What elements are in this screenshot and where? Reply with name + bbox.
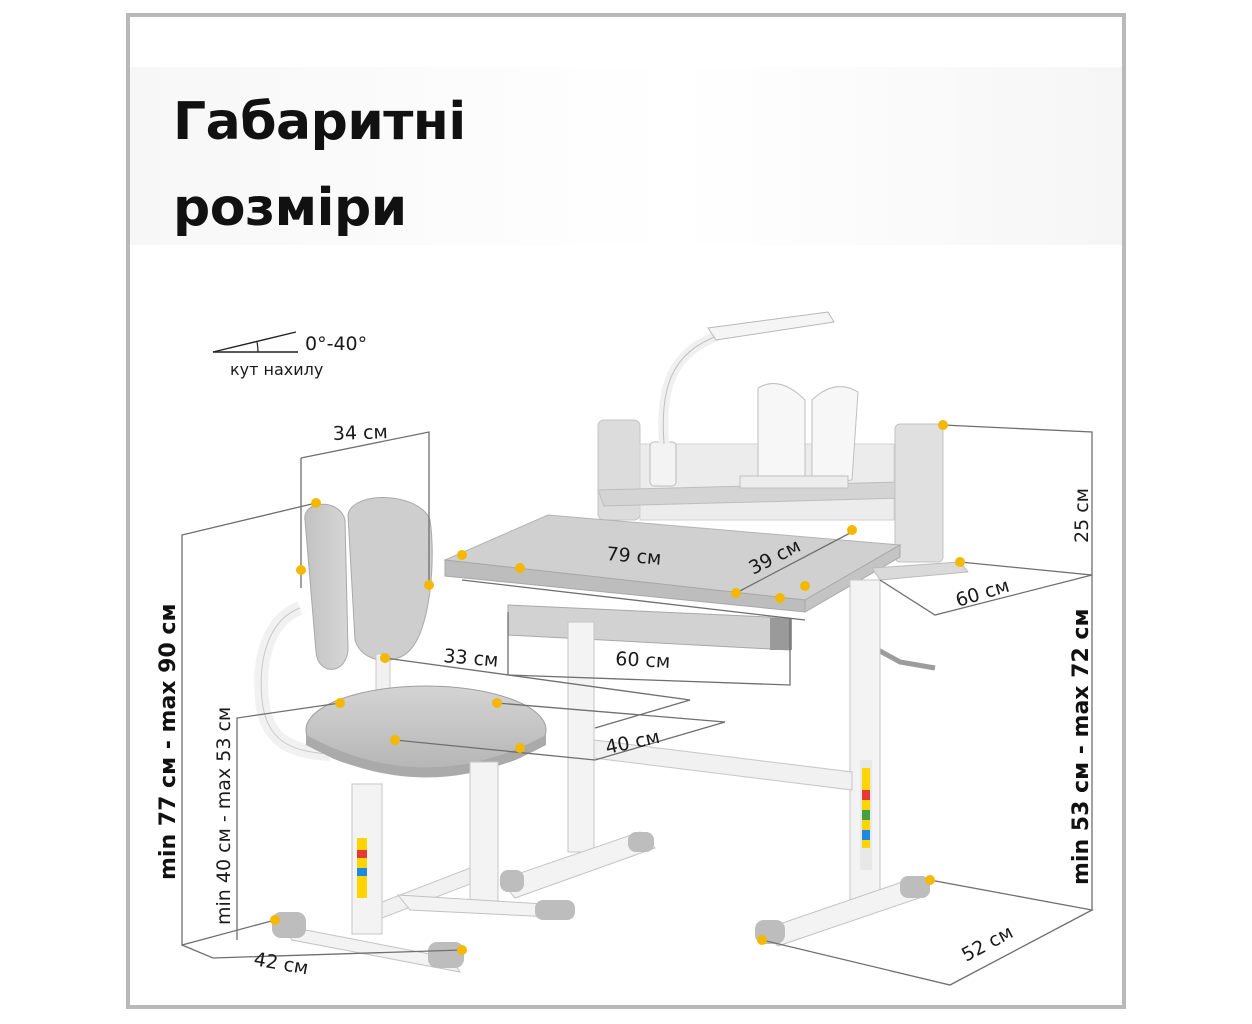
seat-height-label: min 40 см - max 53 см bbox=[213, 707, 235, 925]
dimension-lines bbox=[181, 424, 1094, 986]
seat-depth-label: 33 см bbox=[443, 645, 500, 672]
chair bbox=[254, 497, 575, 973]
chair-height-label: min 77 см - max 90 см bbox=[156, 604, 181, 880]
title-band bbox=[130, 67, 1122, 245]
tilt-angle-icon bbox=[212, 331, 298, 353]
chair-base-width-label: 42 см bbox=[252, 948, 310, 979]
tilt-value: 0°-40° bbox=[305, 333, 367, 355]
page-title: Габаритні розміри bbox=[173, 79, 466, 251]
desk-height-label: min 53 см - max 72 см bbox=[1069, 609, 1094, 885]
tilt-label: кут нахилу bbox=[230, 360, 323, 379]
desk-lamp bbox=[649, 311, 835, 487]
desk-width-label: 79 см bbox=[606, 543, 663, 570]
measurement-markers bbox=[270, 420, 965, 955]
title-line-2: розміри bbox=[173, 178, 407, 238]
chair-back-width-label: 34 см bbox=[332, 421, 388, 445]
desk bbox=[443, 311, 969, 947]
drawer-width-label: 60 см bbox=[615, 648, 671, 673]
desk-base-depth-label: 52 см bbox=[958, 921, 1017, 966]
shelf-height-label: 25 см bbox=[1071, 488, 1093, 543]
book-holder bbox=[739, 383, 859, 489]
shelf-width-label: 60 см bbox=[953, 575, 1012, 612]
title-line-1: Габаритні bbox=[173, 92, 466, 152]
